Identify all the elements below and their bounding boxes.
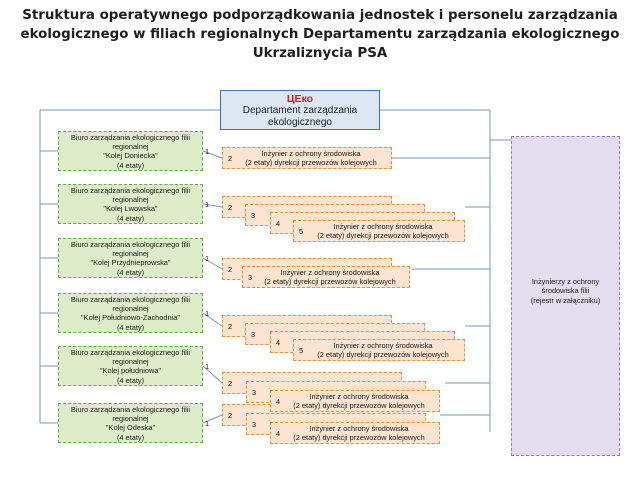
engineer-number: 3	[251, 330, 256, 339]
engineer-number: 2	[228, 203, 233, 212]
right-box-line-2: środowiska filii	[541, 286, 590, 296]
level-number: 1	[205, 419, 210, 428]
bureau-line-1: Biuro zarządzania ekologicznego filii	[70, 186, 191, 195]
engineer-line-1: Inżynier z ochrony środowiska	[309, 392, 409, 401]
connector-line	[202, 365, 223, 384]
engineer-text: Inżynier z ochrony środowiska(2 etaty) d…	[253, 268, 407, 286]
connector-line	[202, 414, 223, 424]
level-number: 1	[205, 362, 210, 371]
right-box-line-1: Inżynierzy z ochrony	[531, 277, 600, 286]
bureau-line-2: regionalnej	[112, 249, 149, 259]
page-title: Struktura operatywnego podporządkowania …	[20, 6, 620, 63]
engineer-text: Inżynier z ochrony środowiska(2 etaty) d…	[281, 424, 437, 442]
hq-code: ЦЕко	[286, 93, 314, 105]
engineer-number: 2	[228, 322, 233, 331]
hq-line-2: ekologicznego	[268, 117, 332, 128]
engineer-line-1: Inżynier z ochrony środowiska	[261, 149, 361, 158]
bureau-line-4: (4 etaty)	[116, 160, 145, 170]
engineer-text: Inżynier z ochrony środowiska(2 etaty) d…	[233, 149, 389, 167]
bureau-line-2: regionalnej	[112, 414, 149, 424]
engineer-line-1: Inżynier z ochrony środowiska	[333, 341, 433, 350]
bureau-line-2: regionalnej	[112, 357, 149, 367]
engineer-number: 4	[276, 429, 281, 438]
connector-line	[202, 312, 223, 327]
bureau-line-3: "Kolej Przydnieprowska"	[90, 258, 171, 268]
engineer-line-2: (2 etaty) dyrekcji przewozów kolejowych	[293, 401, 425, 411]
level-number: 1	[205, 147, 210, 156]
engineer-number: 5	[299, 227, 304, 236]
bureau-line-4: (4 etaty)	[116, 432, 145, 442]
engineer-number: 4	[276, 338, 281, 347]
connector-line	[202, 150, 223, 159]
engineer-line-2: (2 etaty) dyrekcji przewozów kolejowych	[293, 433, 425, 443]
bureau-line-1: Biuro zarządzania ekologicznego filii	[70, 240, 191, 249]
level-number: 1	[205, 200, 210, 209]
engineer-line-2: (2 etaty) dyrekcji przewozów kolejowych	[245, 158, 377, 168]
engineer-number: 4	[276, 397, 281, 406]
engineer-number: 3	[252, 388, 257, 397]
bureau-line-3: "Kolej Odeska"	[105, 423, 156, 433]
bureau-line-2: regionalnej	[112, 142, 149, 152]
bureau-line-3: "Kolej Południowo-Zachodnia"	[81, 313, 180, 323]
connector-line	[202, 203, 223, 208]
connector-line	[202, 257, 223, 270]
bureau-line-4: (4 etaty)	[116, 213, 145, 223]
bureau-line-2: regionalnej	[112, 304, 149, 314]
bureau-line-4: (4 etaty)	[116, 267, 145, 277]
engineer-number: 2	[228, 154, 233, 163]
engineer-line-1: Inżynier z ochrony środowiska	[333, 222, 433, 231]
bureau-line-4: (4 etaty)	[116, 375, 145, 385]
engineer-number: 2	[228, 411, 233, 420]
bureau-line-1: Biuro zarządzania ekologicznego filii	[70, 133, 191, 142]
engineer-text: Inżynier z ochrony środowiska(2 etaty) d…	[304, 341, 462, 359]
bureau-line-3: "Kolej Lwowska"	[103, 204, 158, 214]
hq-box: ЦЕко Departament zarządzania ekologiczne…	[220, 90, 380, 130]
engineer-number: 4	[276, 219, 281, 228]
title-line-2: ekologicznego w filiach regionalnych Dep…	[20, 27, 620, 42]
bureau-line-1: Biuro zarządzania ekologicznego filii	[70, 405, 191, 414]
engineer-number: 3	[251, 211, 256, 220]
engineer-line-1: Inżynier z ochrony środowiska	[280, 268, 380, 277]
engineer-number: 3	[252, 420, 257, 429]
engineer-line-2: (2 etaty) dyrekcji przewozów kolejowych	[264, 277, 396, 287]
hq-line-1: Departament zarządzania	[242, 105, 358, 116]
bureau-line-2: regionalnej	[112, 195, 149, 205]
engineer-line-2: (2 etaty) dyrekcji przewozów kolejowych	[317, 231, 449, 241]
engineer-number: 2	[228, 379, 233, 388]
title-line-3: Ukrzaliznycia PSA	[252, 46, 388, 61]
engineer-text: Inżynier z ochrony środowiska(2 etaty) d…	[304, 222, 462, 240]
engineers-branch-box: Inżynierzy z ochrony środowiska filii (r…	[511, 136, 620, 456]
level-number: 1	[205, 309, 210, 318]
right-box-line-3: (rejestr w załączniku)	[530, 295, 601, 305]
bureau-line-3: "Kolej Doniecka"	[103, 151, 158, 161]
engineer-line-1: Inżynier z ochrony środowiska	[309, 424, 409, 433]
bureau-line-1: Biuro zarządzania ekologicznego filii	[70, 348, 191, 357]
engineer-number: 2	[228, 265, 233, 274]
bureau-line-4: (4 etaty)	[116, 322, 145, 332]
engineer-text: Inżynier z ochrony środowiska(2 etaty) d…	[281, 392, 437, 410]
engineer-line-2: (2 etaty) dyrekcji przewozów kolejowych	[317, 350, 449, 360]
title-line-1: Struktura operatywnego podporządkowania …	[22, 8, 618, 23]
bureau-line-3: "Kolej południowa"	[99, 366, 162, 376]
engineer-number: 3	[248, 273, 253, 282]
level-number: 1	[205, 254, 210, 263]
bureau-line-1: Biuro zarządzania ekologicznego filii	[70, 295, 191, 304]
engineer-number: 5	[299, 346, 304, 355]
